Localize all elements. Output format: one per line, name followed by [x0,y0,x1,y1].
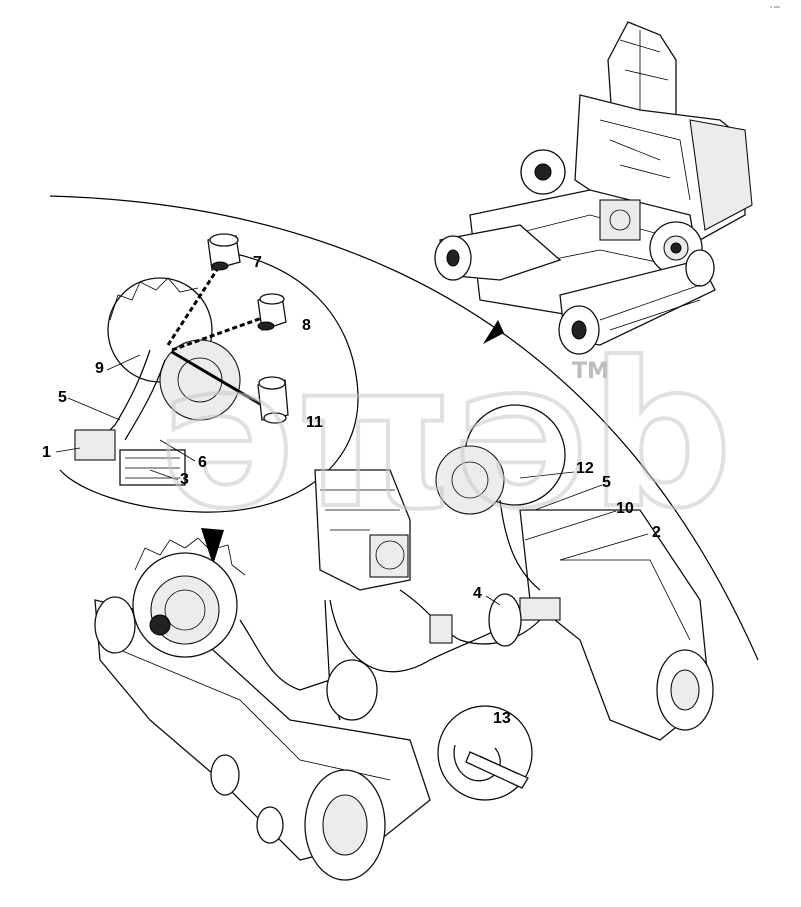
callout-12: 12 [576,460,594,477]
inset-detail [74,233,289,486]
corner-mark: ⁰ ⁰⁰⁰ [770,6,780,12]
callout-1: 1 [42,444,51,461]
callout-5-inset: 5 [58,389,67,406]
view-pointer-left [201,528,224,565]
view-pointer-top [483,320,504,344]
callout-6: 6 [198,454,207,471]
fitting-11 [257,376,289,424]
separator-arc [49,195,759,661]
leader-fitting-11 [171,350,263,407]
callout-11: 11 [306,414,323,431]
fitting-8 [257,293,287,331]
leader-fitting-7 [166,261,224,346]
callouts: 1 2 3 4 5 5 6 7 8 9 10 11 12 13 [42,254,661,727]
callout-9: 9 [95,360,104,377]
callout-13: 13 [493,710,511,727]
watermark-text: əπəb [160,320,733,553]
cable-tie-detail [437,705,533,801]
callout-5-main: 5 [602,474,611,491]
callout-10: 10 [616,500,634,517]
fitting-7 [207,233,241,271]
watermark: əπəb TM [158,318,735,555]
callout-8: 8 [302,317,311,334]
callout-4: 4 [473,585,482,602]
undercarriage-assembly [94,404,714,881]
watermark-trademark: TM [572,359,609,384]
leader-lines [55,354,649,606]
callout-2: 2 [652,524,661,541]
machine-overview [434,21,753,355]
callout-7: 7 [253,254,262,271]
callout-3: 3 [180,471,189,488]
